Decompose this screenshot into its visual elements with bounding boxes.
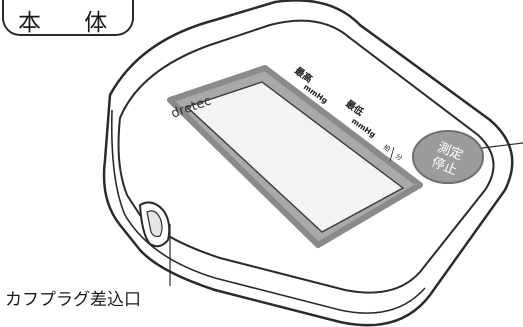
pulse-slash [389, 146, 395, 162]
cuff-port-label: カフプラグ差込口 [5, 290, 141, 310]
pulse-label-bottom: 分 [394, 151, 405, 162]
device-side-band [110, 109, 426, 314]
figure-title: 本 体 [18, 10, 126, 36]
cuff-port-inner [146, 210, 163, 238]
pulse-label-top: 拍 [382, 142, 392, 153]
button-callout-line [481, 142, 523, 149]
title-frame [2, 0, 134, 36]
start-stop-button[interactable] [412, 130, 484, 184]
display-screen [185, 81, 405, 233]
